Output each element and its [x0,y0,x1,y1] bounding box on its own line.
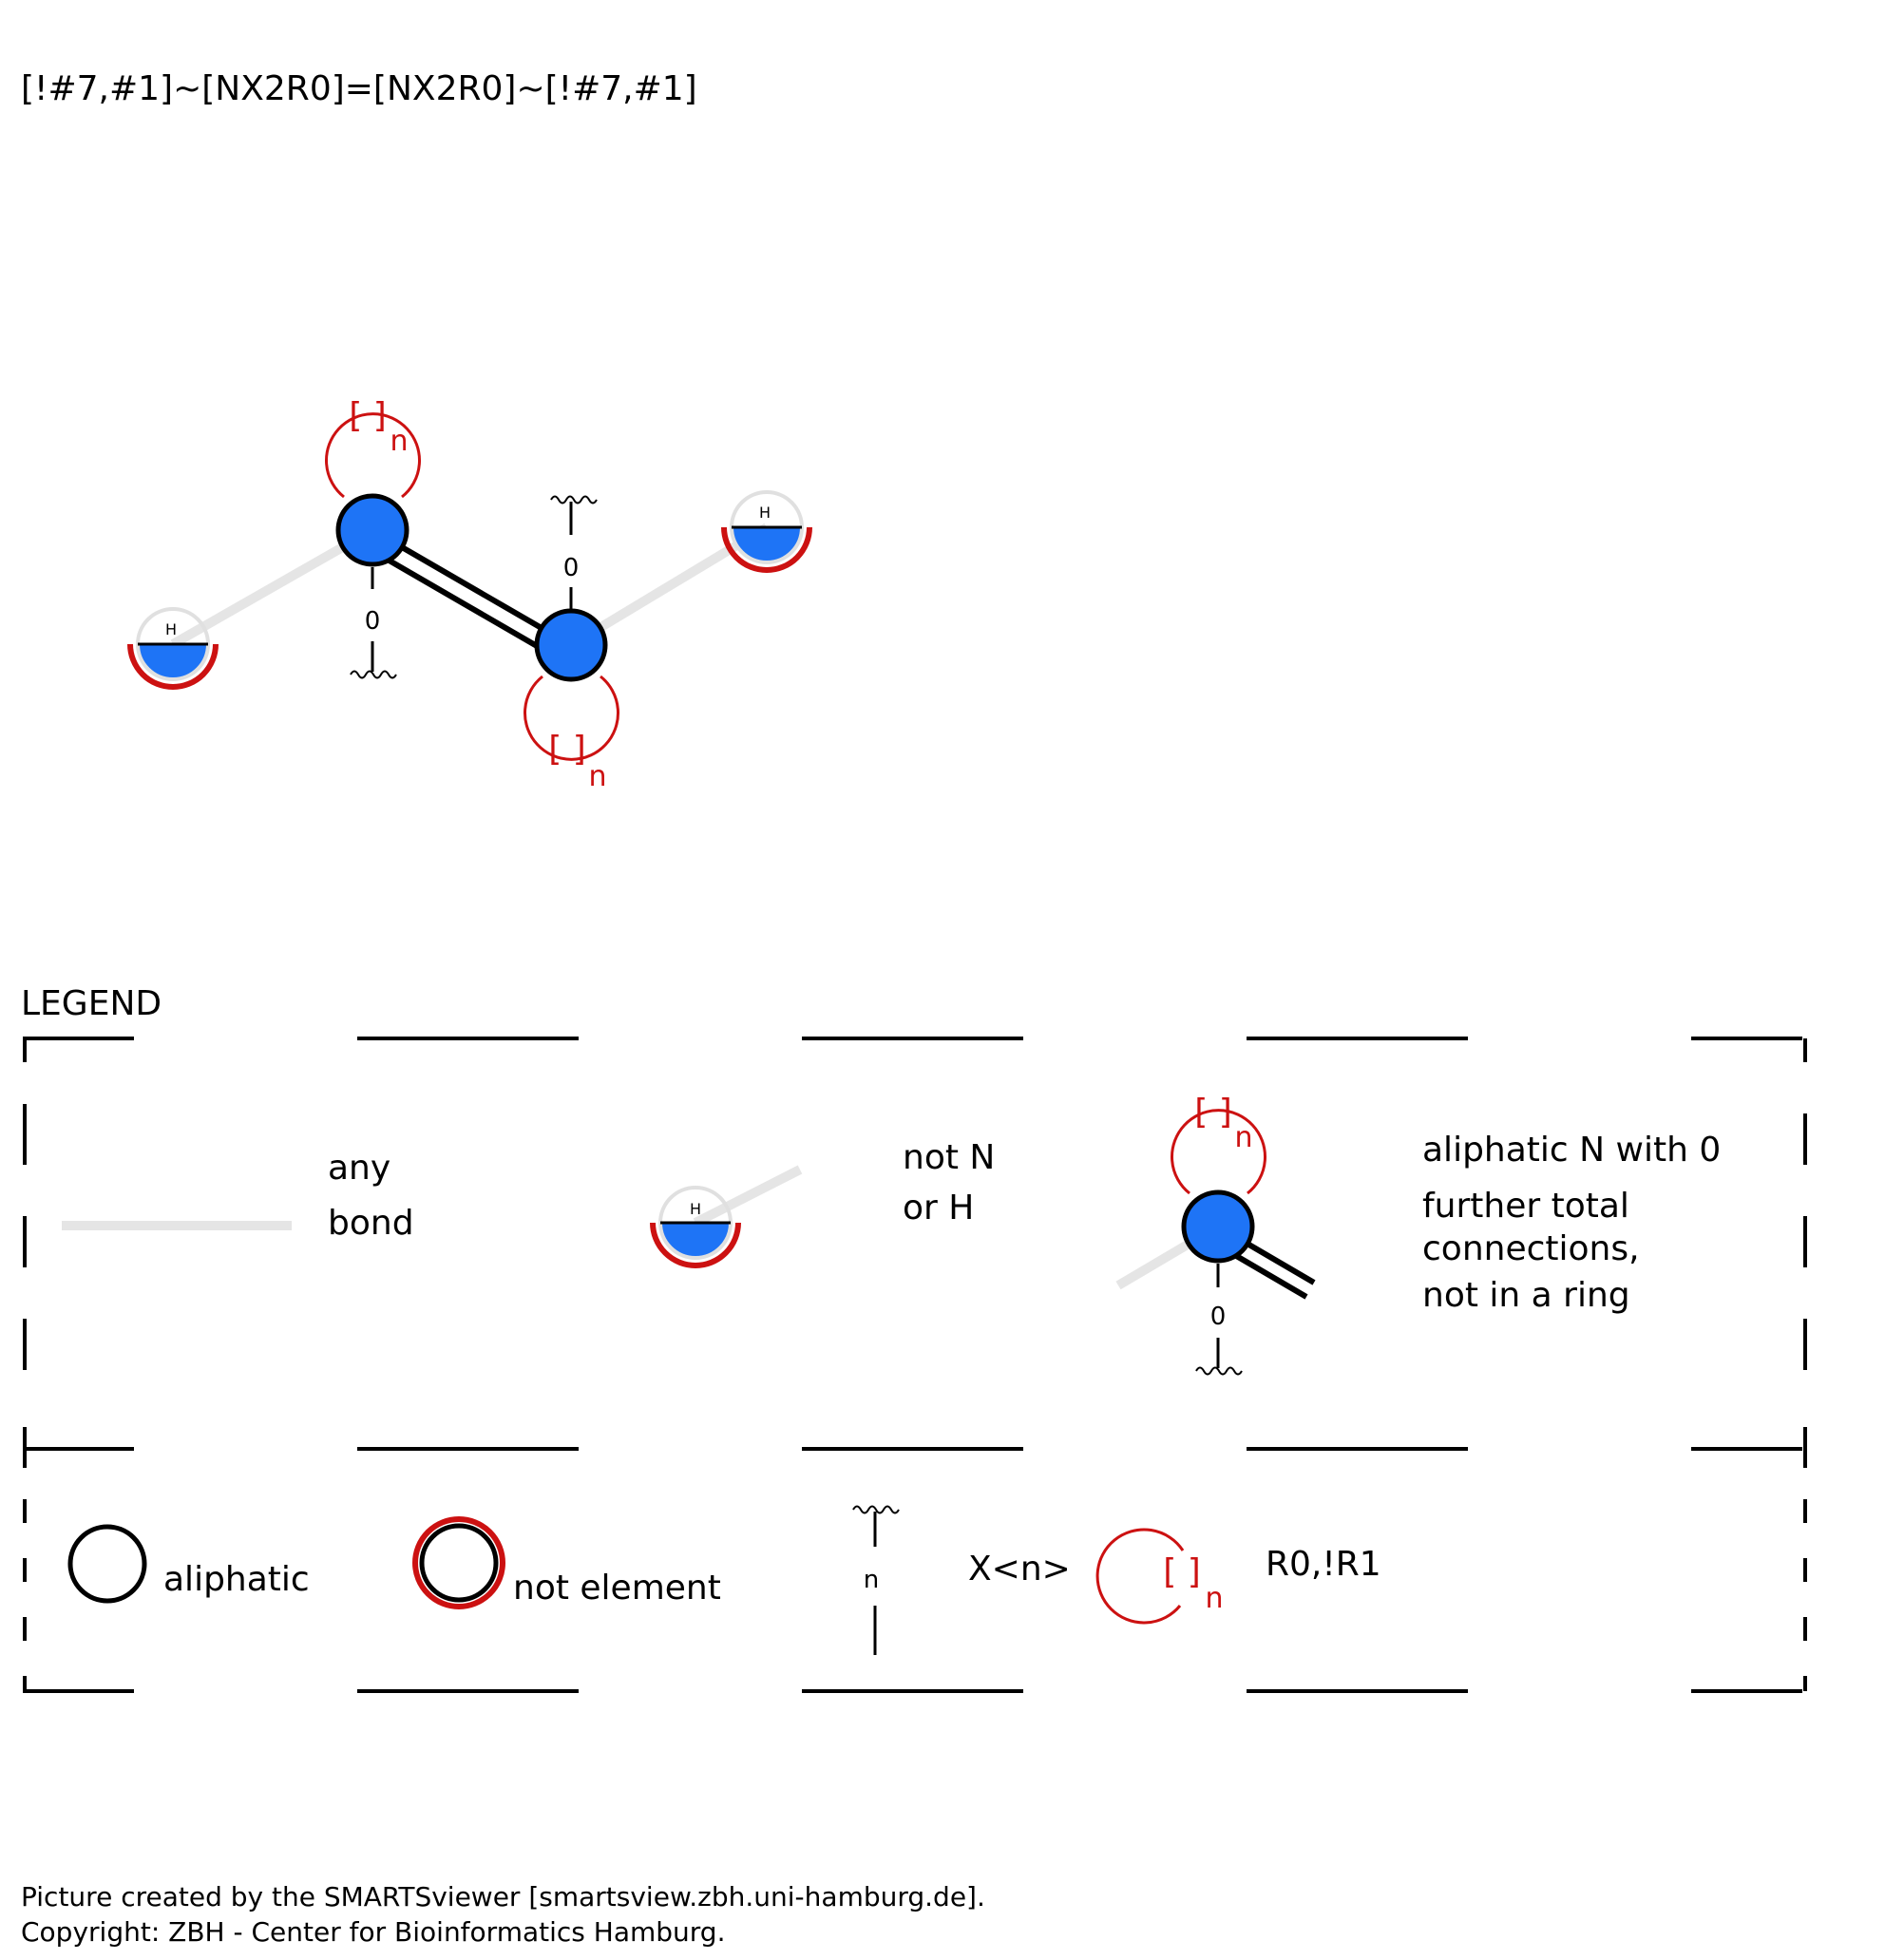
degree-value: 0 [365,607,381,636]
legend-not-element-label: not element [513,1569,721,1608]
nitrogen-atom-1 [335,493,409,567]
ring-label: [ ] [349,396,387,435]
legend-aliphatic-n-line3: connections, [1422,1229,1640,1268]
footer-line2: Copyright: ZBH - Center for Bioinformati… [21,1916,725,1948]
legend-any-bond: any bond [62,1149,414,1243]
ring-label: [ ] [1163,1552,1201,1591]
legend-degree: n X<n> [852,1505,1071,1655]
molecule-depiction: 0 0 [ ] n [ ] n [127,396,812,793]
degree-value: 0 [1210,1303,1227,1331]
legend-ring: [ ] n R0,!R1 [1095,1528,1381,1625]
ring-subscript: n [390,425,408,458]
double-bond [361,527,573,663]
any-bond-left [170,525,375,649]
legend-aliphatic: aliphatic [67,1524,310,1604]
legend-any-bond-line1: any [328,1149,390,1188]
ring-subscript: n [1205,1582,1223,1615]
legend-not-element: not element [412,1516,721,1609]
legend-aliphatic-n-line2: further total [1422,1187,1629,1226]
nitrogen-atom-2 [534,608,608,682]
degree-value: 0 [563,554,580,582]
smarts-string: [!#7,#1]~[NX2R0]=[NX2R0]~[!#7,#1] [21,69,697,108]
ring-marker-atom2: [ ] n [524,675,619,793]
legend-title: LEGEND [21,984,162,1023]
not-n-or-h-atom-right: H [721,490,812,573]
degree-marker-atom1: 0 [350,567,397,679]
ring-label: [ ] [1194,1093,1232,1132]
h-label: H [759,504,771,522]
aliphatic-sample-circle [67,1524,147,1604]
degree-marker-atom2: 0 [550,495,598,609]
legend-aliphatic-n-line1: aliphatic N with 0 [1422,1131,1721,1170]
ring-subscript: n [1234,1121,1252,1154]
degree-n: n [864,1566,879,1594]
legend-not-n-line2: or H [903,1189,974,1227]
not-n-or-h-atom-left: H [127,607,219,690]
legend-frame [23,1037,1807,1693]
legend-aliphatic-label: aliphatic [163,1560,310,1599]
legend-not-n-line1: not N [903,1138,995,1177]
ring-subscript: n [588,760,606,793]
legend-not-n-or-h: H not N or H [650,1138,995,1268]
footer-line1: Picture created by the SMARTSviewer [sma… [21,1881,985,1912]
legend-aliphatic-n: [ ] n 0 aliphatic N with 0 further total… [1115,1093,1721,1376]
h-label: H [165,620,177,638]
legend-aliphatic-n-line4: not in a ring [1422,1276,1630,1315]
legend-ring-spec: R0,!R1 [1266,1545,1381,1584]
legend-degree-label: X<n> [968,1550,1071,1589]
h-label: H [690,1200,701,1218]
ring-label: [ ] [548,730,586,769]
ring-marker-atom1: [ ] n [325,396,421,499]
legend-any-bond-line2: bond [328,1204,414,1243]
any-bond-right [568,523,770,650]
